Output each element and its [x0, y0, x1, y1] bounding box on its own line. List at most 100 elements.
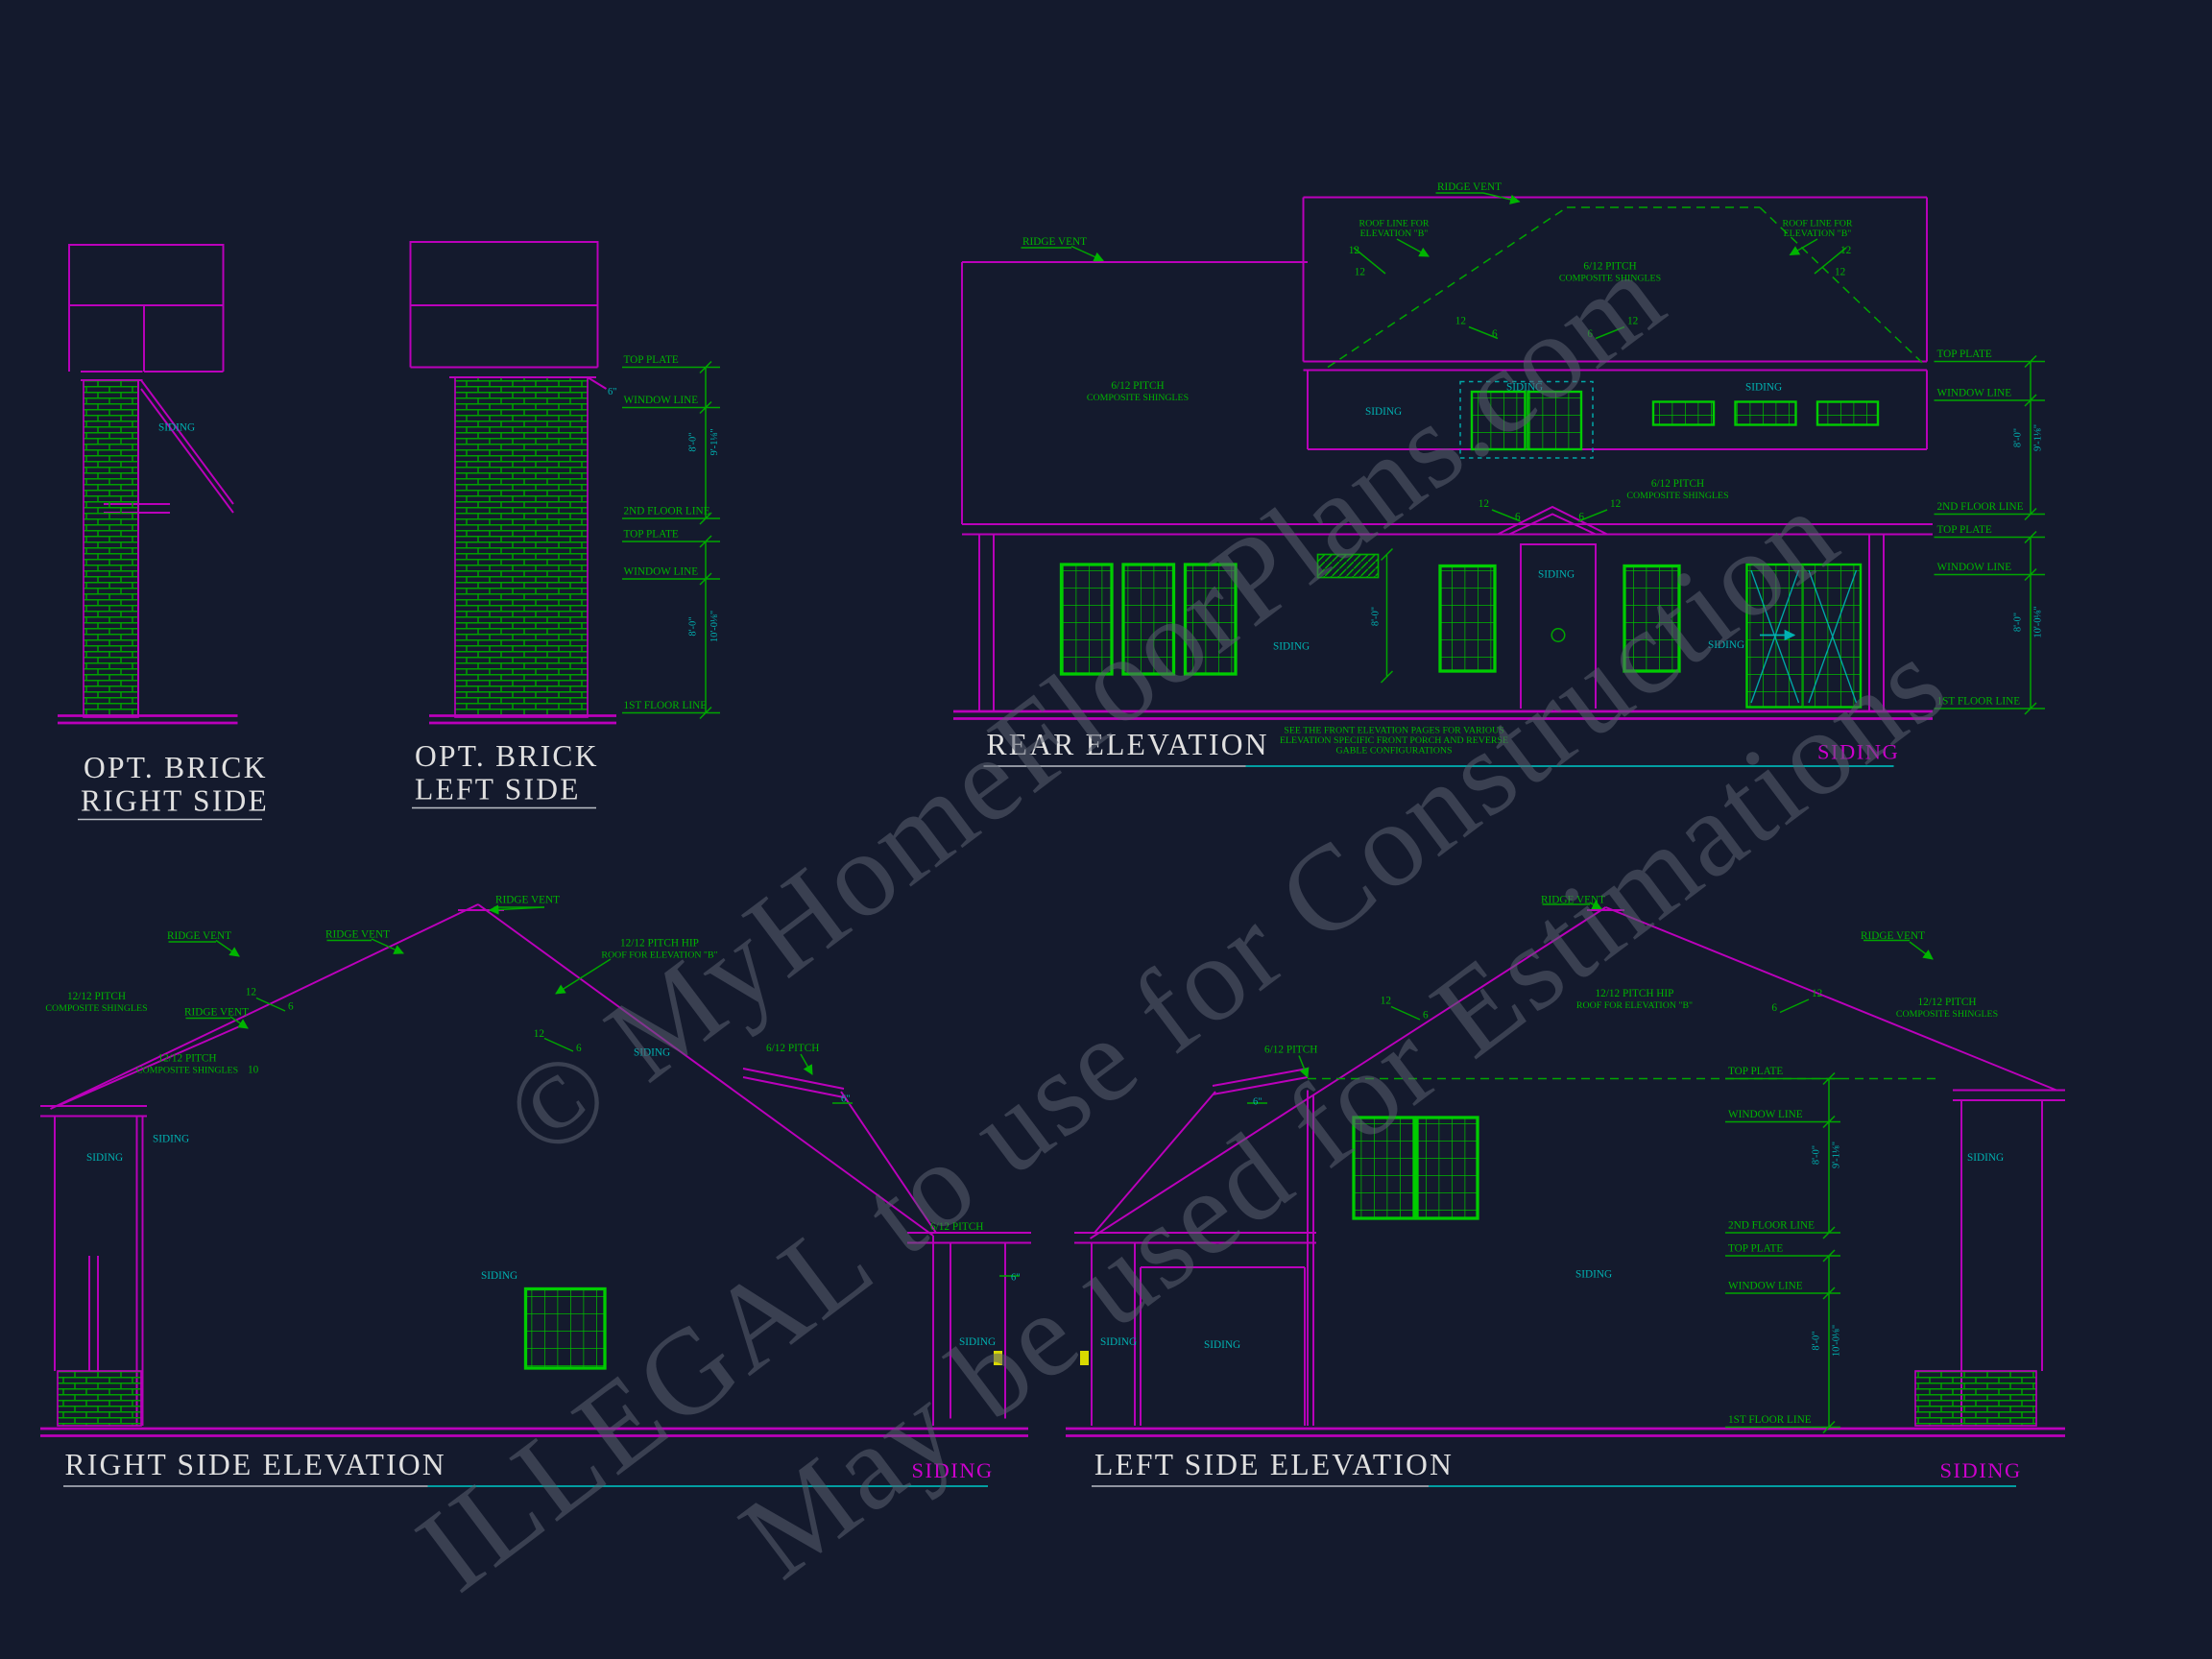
dim-6in: 6": [1253, 1097, 1262, 1108]
first-floor-line-label: 1ST FLOOR LINE: [1937, 696, 2021, 708]
dim-9-1: 9'-1⅛": [1832, 1142, 1842, 1168]
watermark: © MyHomeFloorPlans.com ILLEGAL to use fo…: [394, 228, 1970, 1618]
upper-window: [1470, 390, 1527, 451]
dim-10-0: 10'-0⅛": [709, 611, 720, 642]
composite-shingles-label: COMPOSITE SHINGLES: [45, 1003, 147, 1014]
pitch-number: 6: [576, 1043, 582, 1054]
window-line-label: WINDOW LINE: [624, 395, 699, 406]
window: [1059, 563, 1114, 676]
rear-elevation-drawing: 8'-0" RIDGE VENT RIDGE VENT ROOF LINE FO…: [953, 181, 2045, 767]
grade-line: [429, 714, 616, 725]
window-line-label: WINDOW LINE: [1937, 562, 2012, 573]
composite-shingles-label: COMPOSITE SHINGLES: [1896, 1009, 1998, 1020]
siding-tag: SIDING: [1940, 1458, 2022, 1482]
roof-line-for-label: ROOF LINE FOR: [1783, 219, 1853, 229]
dim-6in: 6": [608, 387, 617, 397]
window: [1121, 563, 1176, 676]
siding-label: SIDING: [959, 1336, 996, 1348]
light-fixture: [1080, 1351, 1089, 1365]
composite-shingles-label: COMPOSITE SHINGLES: [1559, 274, 1661, 284]
window: [1438, 564, 1497, 673]
siding-label: SIDING: [86, 1152, 123, 1164]
window-line-label: WINDOW LINE: [624, 566, 699, 578]
roof-line-for-label: ROOF LINE FOR: [1359, 219, 1430, 229]
composite-shingles-label: COMPOSITE SHINGLES: [136, 1066, 238, 1076]
pitch-12-12-label: 12/12 PITCH: [67, 991, 126, 1002]
dimension-lines: [622, 360, 720, 720]
dim-10-0: 10'-0⅛": [2033, 606, 2044, 637]
detail-subtitle: RIGHT SIDE: [81, 784, 269, 818]
pitch-number: 12: [534, 1028, 544, 1040]
first-floor-line-label: 1ST FLOOR LINE: [624, 700, 708, 711]
grade-line: [1066, 1427, 2065, 1437]
ridge-vent-label: RIDGE VENT: [167, 930, 231, 942]
top-plate-label: TOP PLATE: [624, 529, 679, 541]
pitch-12-12-hip-label: 12/12 PITCH HIP: [1596, 988, 1674, 999]
dim-6in: 6": [841, 1094, 851, 1105]
vent-window: [1815, 400, 1880, 426]
window: [1415, 1116, 1479, 1220]
pitch-number: 12: [1835, 267, 1845, 278]
detail-title: OPT. BRICK: [84, 751, 268, 784]
brick-pier: [454, 376, 589, 718]
window: [523, 1286, 607, 1370]
siding-label: SIDING: [481, 1270, 517, 1282]
dim-8-0: 8'-0": [688, 432, 699, 451]
brick-left-dimensions: TOP PLATE WINDOW LINE 2ND FLOOR LINE TOP…: [622, 354, 720, 720]
window: [1183, 563, 1238, 676]
brick-left-outline: [409, 241, 608, 390]
siding-label: SIDING: [1273, 641, 1310, 653]
pitch-12-12-label: 12/12 PITCH: [158, 1053, 217, 1065]
pitch-number: 10: [248, 1065, 259, 1076]
pitch-number: 12: [1610, 498, 1621, 510]
opt-brick-right-detail: SIDING OPT. BRICK RIGHT SIDE: [58, 244, 269, 821]
dim-8-0: 8'-0": [1812, 1331, 1822, 1350]
pitch-number: 12: [1455, 316, 1466, 327]
left-elev-dimensions: TOP PLATE WINDOW LINE 2ND FLOOR LINE TOP…: [1725, 1066, 1842, 1434]
pitch-6-12-label: 6/12 PITCH: [1583, 261, 1636, 273]
right-side-elevation-drawing: RIDGE VENT RIDGE VENT RIDGE VENT RIDGE V…: [40, 895, 1031, 1487]
siding-label: SIDING: [634, 1047, 670, 1059]
pitch-6-12-label: 6/12 PITCH: [766, 1043, 819, 1054]
siding-tag: SIDING: [1817, 740, 1899, 764]
siding-label: SIDING: [1100, 1336, 1137, 1348]
rear-note-line3: GABLE CONFIGURATIONS: [1336, 746, 1453, 757]
pitch-12-12-label: 12/12 PITCH: [1918, 997, 1977, 1008]
siding-label: SIDING: [1204, 1339, 1240, 1351]
vent: [1316, 553, 1380, 579]
top-plate-label: TOP PLATE: [1937, 349, 1992, 360]
pitch-6-12-label: 6/12 PITCH: [1651, 478, 1704, 490]
left-elevation-title: LEFT SIDE ELEVATION: [1094, 1448, 1454, 1481]
pitch-number: 12: [1355, 267, 1365, 278]
siding-label: SIDING: [1506, 382, 1543, 394]
top-plate-label: TOP PLATE: [1728, 1243, 1783, 1255]
elevation-b-roof-dashed: [1327, 206, 1925, 369]
rear-dimensions: TOP PLATE WINDOW LINE 2ND FLOOR LINE TOP…: [1934, 349, 2045, 715]
top-plate-label: TOP PLATE: [1728, 1066, 1783, 1077]
dimension-lines: [1934, 354, 2045, 715]
window-line-label: WINDOW LINE: [1728, 1281, 1803, 1292]
rear-note-line1: SEE THE FRONT ELEVATION PAGES FOR VARIOU…: [1284, 726, 1503, 736]
left-side-elevation-drawing: RIDGE VENT RIDGE VENT 6/12 PITCH 6" 12 6…: [1066, 895, 2065, 1487]
pitch-6-12-label: 6/12 PITCH: [1111, 380, 1164, 392]
grade-line: [40, 1427, 1028, 1437]
ridge-vent-label: RIDGE VENT: [1541, 895, 1605, 906]
detail-subtitle: LEFT SIDE: [415, 773, 581, 806]
dim-9-1: 9'-1⅛": [2033, 424, 2044, 451]
second-floor-line-label: 2ND FLOOR LINE: [1728, 1220, 1815, 1232]
pitch-12-12-hip-label: 12/12 PITCH HIP: [620, 938, 699, 950]
pitch-number: 12: [1381, 996, 1391, 1007]
pitch-number: 12: [1349, 245, 1359, 256]
dim-8-0: 8'-0": [688, 616, 699, 636]
ridge-vent-label: RIDGE VENT: [1861, 930, 1925, 942]
siding-label: SIDING: [1575, 1269, 1612, 1281]
ridge-vent-label: RIDGE VENT: [184, 1007, 249, 1019]
left-elev-outline: [1074, 906, 2065, 1426]
rear-note-line2: ELEVATION SPECIFIC FRONT PORCH AND REVER…: [1280, 735, 1508, 746]
siding-label: SIDING: [1365, 406, 1402, 418]
pitch-number: 12: [1479, 498, 1489, 510]
door-knob: [1551, 628, 1566, 642]
vent-window: [1734, 400, 1797, 426]
